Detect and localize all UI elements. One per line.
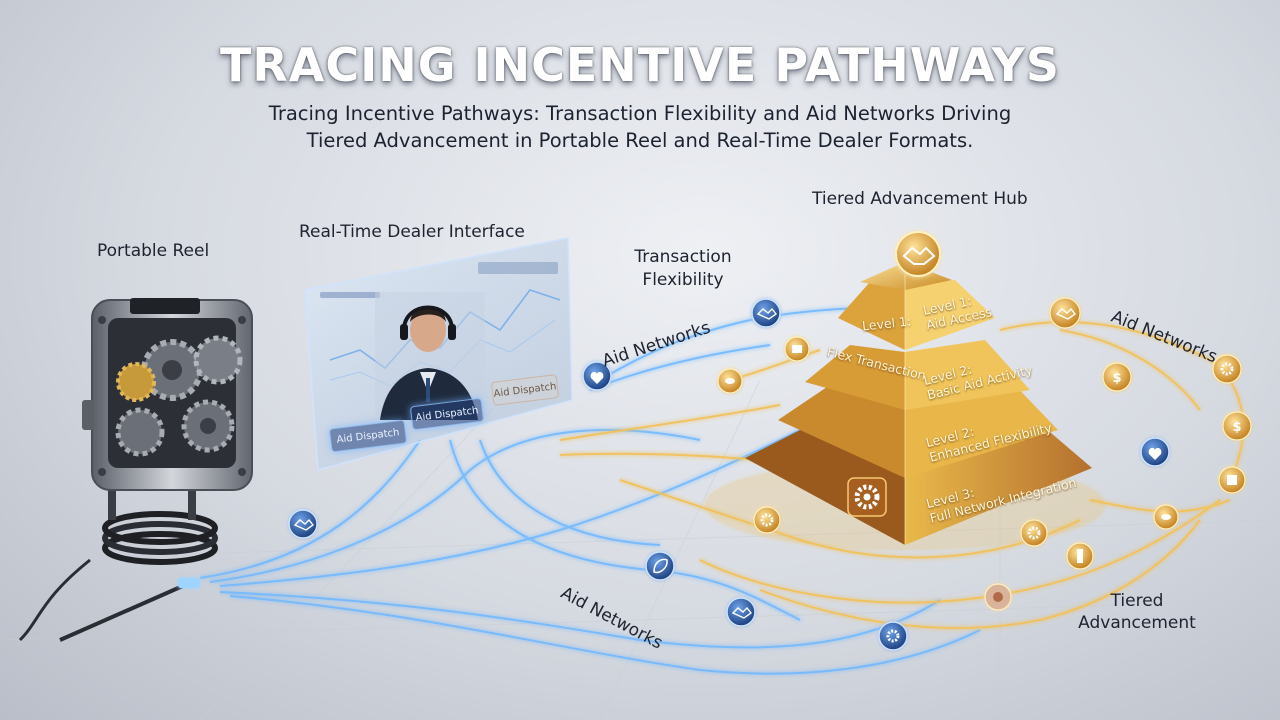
reel-gears [115,335,243,457]
node-gear-icon [753,506,781,534]
subtitle-line-1: Tracing Incentive Pathways: Transaction … [268,102,1012,125]
node-coin-icon [784,336,810,362]
floor-grid [0,379,1280,720]
portable-reel-label: Portable Reel [97,241,210,261]
tiered-advancement-line-1: Tiered [1110,591,1164,611]
blue-nodes [288,298,1170,651]
gold-nodes: $ $ [717,297,1252,611]
node-coin-icon [717,368,743,394]
dealer-interface-label: Real-Time Dealer Interface [299,222,525,242]
node-coin-icon [984,583,1012,611]
node-handshake-icon [751,298,781,328]
node-leaf-icon [645,551,675,581]
node-handshake-icon [726,597,756,627]
node-handshake-icon [288,509,318,539]
node-handshake-icon [1049,297,1081,329]
dealer-interface-panel [304,237,573,471]
pyramid-gear-icon [847,477,887,517]
subtitle-line-2: Tiered Advancement in Portable Reel and … [306,129,974,152]
tiered-advancement-label: Tiered Advancement [1052,590,1222,634]
blue-flow-lines [199,306,981,675]
portable-reel-device [18,298,253,642]
node-hand-heart-icon [1140,437,1170,467]
page-subtitle: Tracing Incentive Pathways: Transaction … [140,100,1140,154]
node-coin-icon: $ [1222,411,1252,441]
hub-handshake-icon [895,231,941,277]
node-coin-icon [1153,504,1179,530]
transaction-flexibility-line-1: Transaction [634,247,732,267]
page-title: TRACING INCENTIVE PATHWAYS [219,38,1061,92]
transaction-flexibility-label: Transaction Flexibility [618,246,748,292]
node-coin-icon: $ [1102,362,1132,392]
node-gear-icon [1212,354,1242,384]
svg-text:$: $ [1112,371,1121,386]
tiered-advancement-hub-label: Tiered Advancement Hub [812,189,1028,209]
transaction-flexibility-line-2: Flexibility [642,270,724,290]
node-bar-icon [1066,542,1094,570]
node-gear-icon [878,621,908,651]
tiered-pyramid [705,262,1105,550]
node-hand-heart-icon [582,361,612,391]
tiered-advancement-line-2: Advancement [1078,613,1196,633]
node-block-icon [1218,466,1246,494]
svg-text:$: $ [1232,420,1241,435]
node-gear-icon [1020,519,1048,547]
